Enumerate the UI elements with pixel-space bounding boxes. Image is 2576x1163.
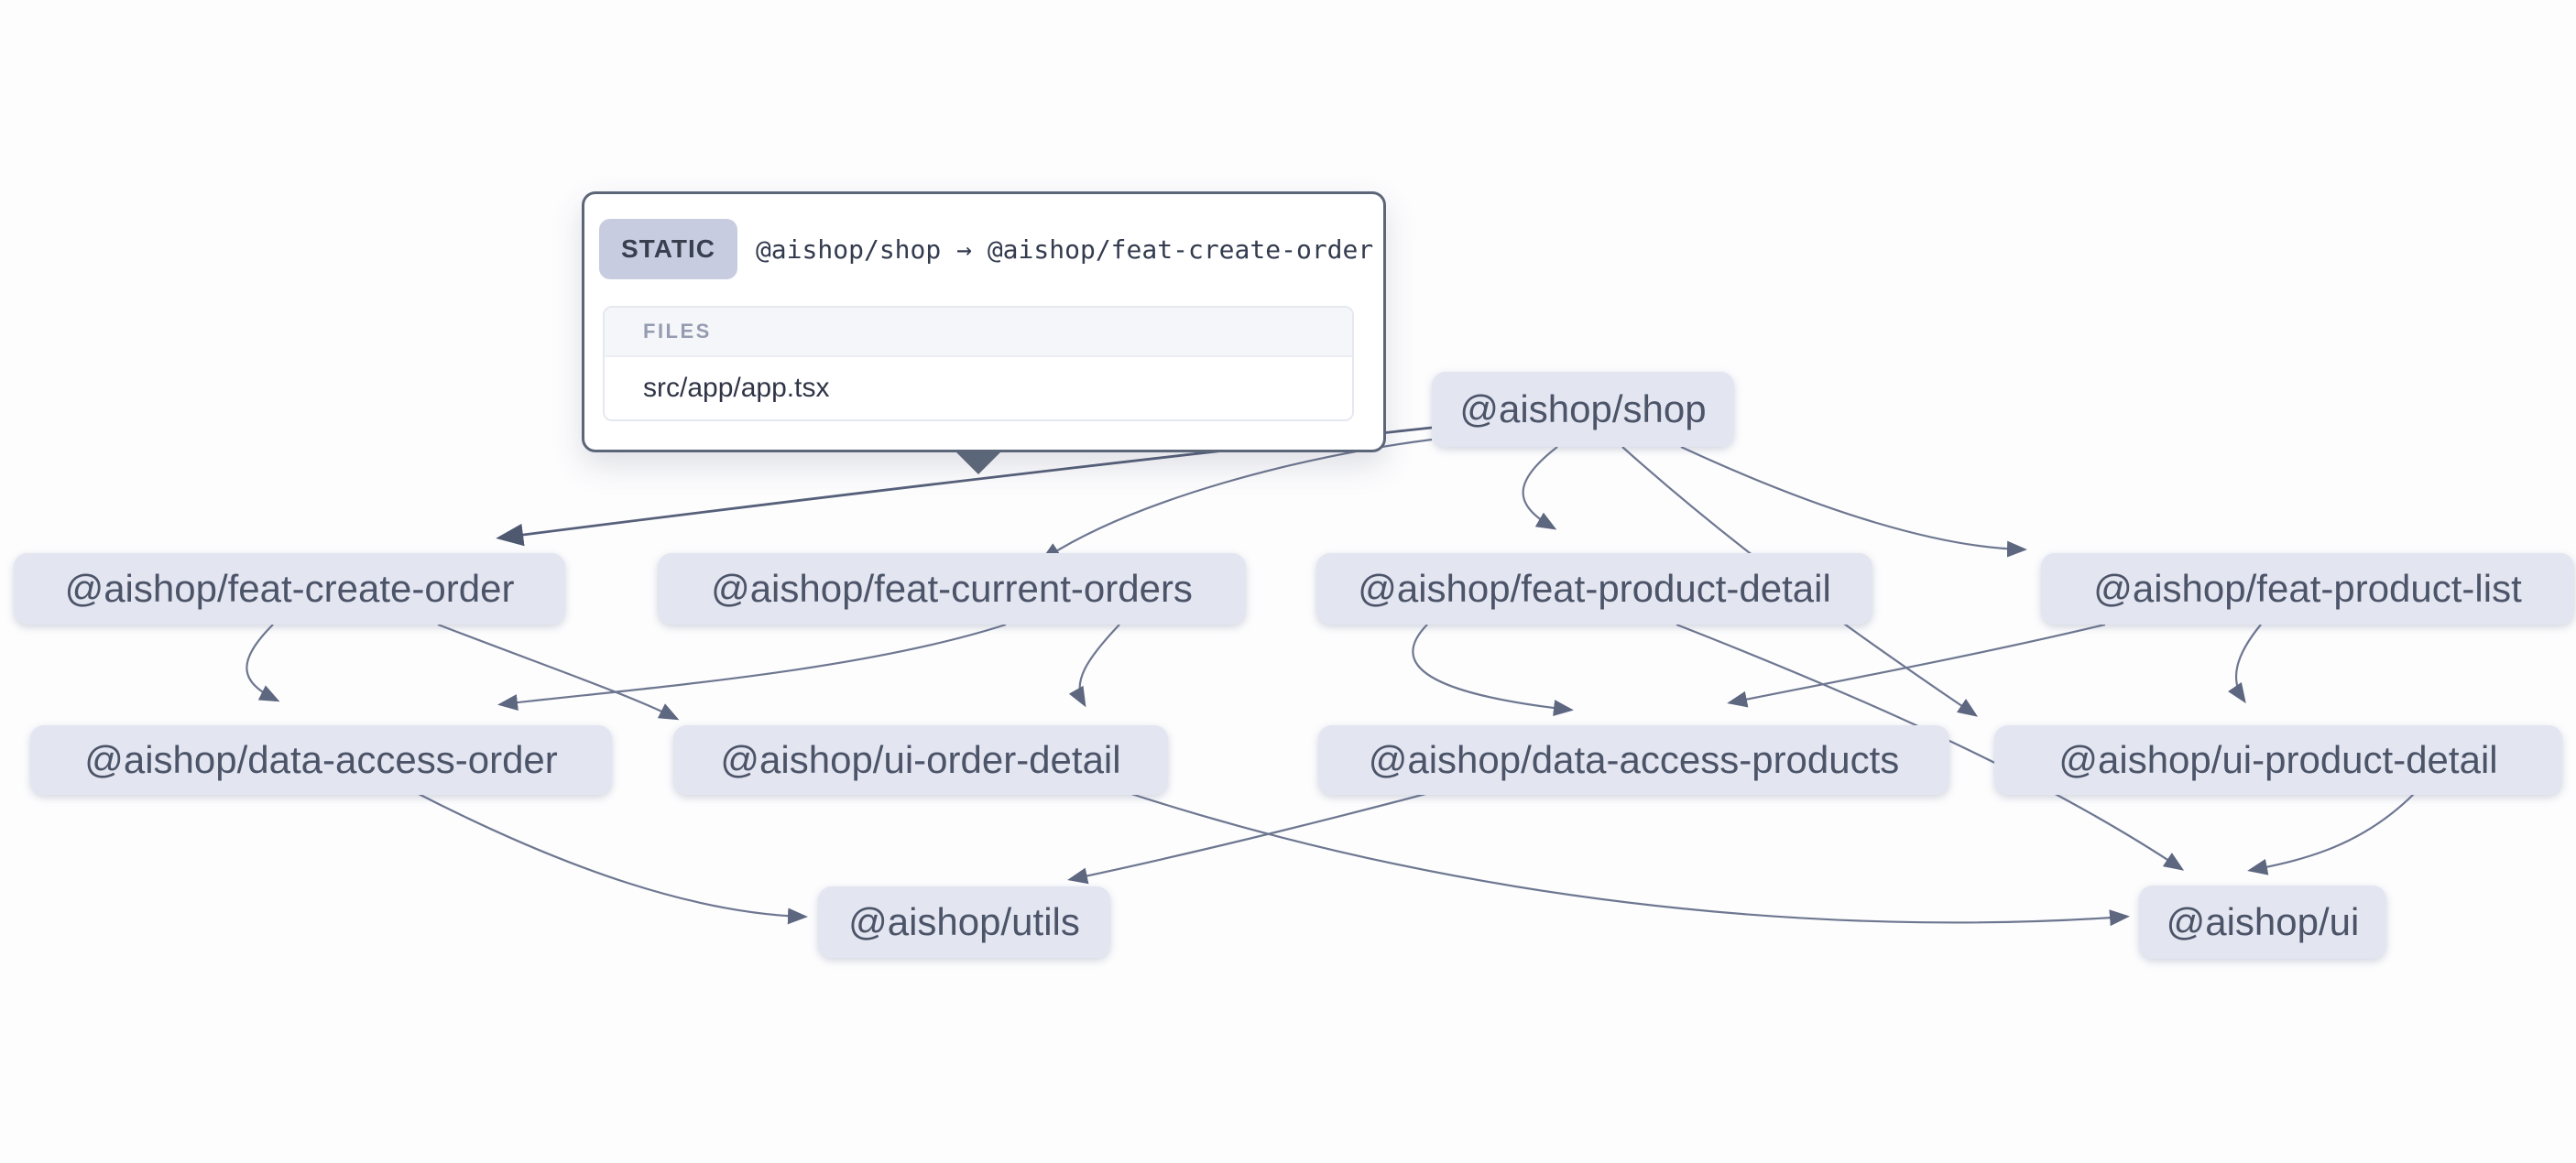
graph-edge-shop-to-feat-product-list[interactable] [1680, 446, 2027, 558]
graph-node-ui-order-detail[interactable]: @aishop/ui-order-detail [673, 725, 1168, 795]
graph-edge-feat-product-detail-to-ui[interactable] [1675, 623, 2185, 871]
edge-tooltip: STATIC @aishop/shop → @aishop/feat-creat… [582, 191, 1386, 452]
tooltip-header: STATIC @aishop/shop → @aishop/feat-creat… [599, 219, 1373, 279]
graph-node-data-access-products[interactable]: @aishop/data-access-products [1318, 725, 1949, 795]
graph-edge-feat-create-order-to-data-access-order[interactable] [246, 624, 280, 702]
graph-node-ui[interactable]: @aishop/ui [2139, 886, 2386, 959]
file-list-item: src/app/app.tsx [605, 357, 1352, 419]
tooltip-edge-label: @aishop/shop → @aishop/feat-create-order [755, 234, 1374, 265]
graph-edge-feat-current-orders-to-data-access-order[interactable] [497, 623, 1007, 712]
graph-edge-feat-current-orders-to-ui-order-detail[interactable] [1068, 624, 1120, 708]
graph-node-ui-product-detail[interactable]: @aishop/ui-product-detail [1994, 725, 2562, 795]
graph-node-feat-current-orders[interactable]: @aishop/feat-current-orders [658, 553, 1246, 625]
files-panel: FILES src/app/app.tsx [603, 306, 1354, 421]
graph-edge-feat-product-list-to-data-access-products[interactable] [1727, 623, 2106, 708]
files-header-label: FILES [605, 308, 1352, 357]
graph-edge-shop-to-feat-product-detail[interactable] [1522, 446, 1558, 530]
graph-edge-feat-product-detail-to-data-access-products[interactable] [1412, 624, 1574, 717]
edge-type-badge: STATIC [599, 219, 737, 279]
graph-node-feat-product-list[interactable]: @aishop/feat-product-list [2041, 553, 2574, 625]
graph-edge-ui-order-detail-to-ui[interactable] [1128, 791, 2130, 927]
graph-edge-shop-to-feat-current-orders[interactable] [1040, 438, 1433, 561]
graph-node-utils[interactable]: @aishop/utils [818, 886, 1110, 958]
graph-node-data-access-order[interactable]: @aishop/data-access-order [30, 725, 612, 795]
graph-node-feat-product-detail[interactable]: @aishop/feat-product-detail [1316, 553, 1872, 625]
graph-edge-ui-product-detail-to-ui[interactable] [2247, 792, 2416, 875]
graph-edge-data-access-order-to-utils[interactable] [416, 792, 808, 925]
graph-node-feat-create-order[interactable]: @aishop/feat-create-order [14, 553, 565, 625]
graph-edge-feat-create-order-to-ui-order-detail[interactable] [437, 623, 680, 721]
graph-edge-feat-product-list-to-ui-product-detail[interactable] [2227, 624, 2262, 704]
graph-node-shop[interactable]: @aishop/shop [1432, 372, 1734, 447]
tooltip-caret-icon [955, 451, 1002, 474]
graph-edge-data-access-products-to-utils[interactable] [1067, 791, 1430, 885]
